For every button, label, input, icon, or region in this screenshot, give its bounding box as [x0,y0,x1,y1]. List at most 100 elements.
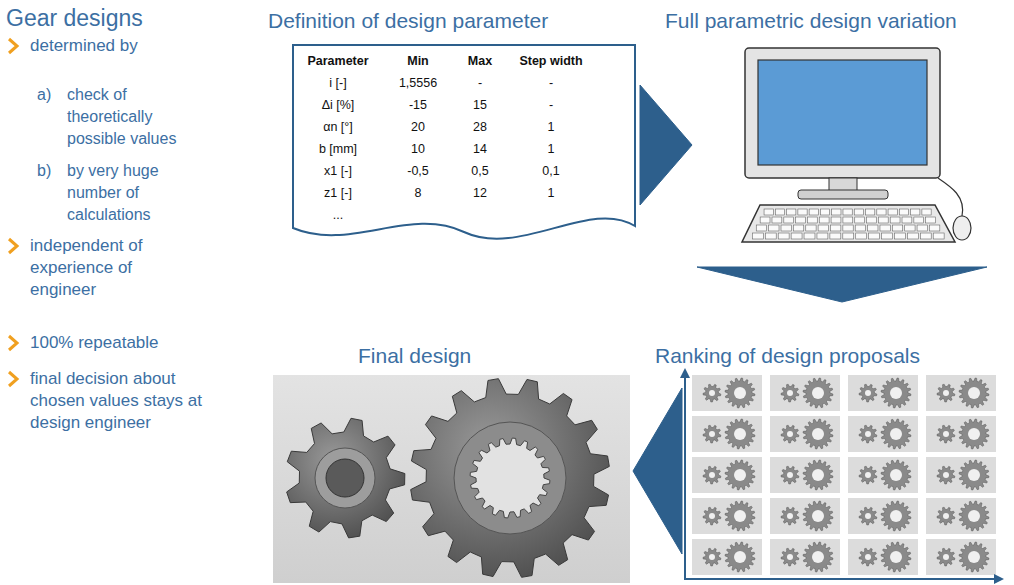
table-cell: 0,1 [506,163,596,179]
table-cell: 28 [448,119,512,135]
ring-gear-icon [959,378,989,408]
ring-gear-icon [725,419,755,449]
bullet-text: determined by [30,35,230,57]
ring-gear-icon [881,460,911,490]
spline-bore [470,438,550,518]
ring-gear-icon [803,378,833,408]
pinion-icon [937,507,955,525]
proposal-cell [926,498,996,534]
keyboard-keys [752,209,944,239]
proposal-cell [770,539,840,575]
bullet-chevron [9,239,17,253]
bullet-text: by very huge number of calculations [67,160,192,226]
side-gear [411,379,610,578]
bullet-text: independent of experience of engineer [30,235,180,301]
table-cell: 8 [386,185,450,201]
bullet-text: check of theoretically possible values [67,84,192,150]
table-cell: 0,5 [448,163,512,179]
proposal-cell [848,539,918,575]
proposal-cell [770,457,840,493]
pinion-icon [781,425,799,443]
bullet-text: final decision about chosen values stays… [30,368,205,434]
ring-gear-icon [959,501,989,531]
proposal-cell [926,375,996,411]
proposal-cell [692,416,762,452]
pinion-icon [703,466,721,484]
proposal-cell [848,457,918,493]
ring-gear-icon [725,460,755,490]
proposal-cell [926,539,996,575]
ring-gear-icon [881,501,911,531]
table-cell: 1 [506,141,596,157]
proposal-cell [926,416,996,452]
table-cell: Parameter [295,53,381,69]
ring-gear-icon [725,378,755,408]
keyboard [742,205,955,242]
proposal-cell [848,498,918,534]
table-cell: 20 [386,119,450,135]
pinion-icon [781,384,799,402]
table-cell: Min [386,53,450,69]
proposal-cell [848,375,918,411]
ring-gear-icon [803,460,833,490]
ring-gear-icon [803,419,833,449]
pinion-icon [859,507,877,525]
monitor-screen [758,60,927,165]
table-cell: - [506,97,596,113]
pinion-hub [315,448,375,508]
column-title: Gear designs [6,4,143,32]
side-gear-face [454,422,566,534]
bullet-chevron [9,39,17,53]
table-cell: 12 [448,185,512,201]
table-cell: 1 [506,185,596,201]
flow-arrow [633,388,682,554]
computer-node: Full parametric design variation [735,42,975,247]
pinion-icon [703,384,721,402]
pinion-icon [937,384,955,402]
table-cell: b [mm] [295,141,381,157]
bullet-text: 100% repeatable [30,332,230,354]
ring-gear-icon [803,501,833,531]
pinion-icon [781,466,799,484]
node-illustration [735,42,975,247]
pinion-bore [326,459,364,497]
pinion-icon [703,548,721,566]
table-cell: z1 [-] [295,185,381,201]
monitor-base [798,190,888,199]
stage-heading: Full parametric design variation [665,8,957,34]
proposal-cell [692,539,762,575]
paper-sheet [293,45,635,239]
ring-gear-icon [881,419,911,449]
pinion-icon [859,425,877,443]
ring-gear-icon [959,542,989,572]
table-cell: -15 [386,97,450,113]
pinion-icon [859,384,877,402]
proposal-cell [692,457,762,493]
table-cell: 14 [448,141,512,157]
proposal-cell [692,498,762,534]
pinion-icon [937,425,955,443]
pinion-icon [937,548,955,566]
stage-heading: Ranking of design proposals [655,343,920,369]
proposal-cell [848,416,918,452]
mouse [953,216,971,240]
table-cell: -0,5 [386,163,450,179]
bullet-text: b) [37,160,63,182]
ranking-grid: Ranking of design proposals [685,368,1007,583]
flow-arrow [640,85,692,205]
monitor-frame [745,48,940,178]
table-cell: Δi [%] [295,97,381,113]
proposal-cell [692,375,762,411]
node-illustration [685,368,1007,583]
bullet-text: a) [37,84,63,106]
pinion-icon [781,507,799,525]
table-cell: Step width [506,53,596,69]
bullet-chevron [9,372,17,386]
ring-gear-icon [881,542,911,572]
table-cell: i [-] [295,75,381,91]
mouse-cable [938,178,963,216]
pinion-icon [859,548,877,566]
ring-gear-icon [725,501,755,531]
ranking-axes [680,368,1004,584]
table-cell: 15 [448,97,512,113]
